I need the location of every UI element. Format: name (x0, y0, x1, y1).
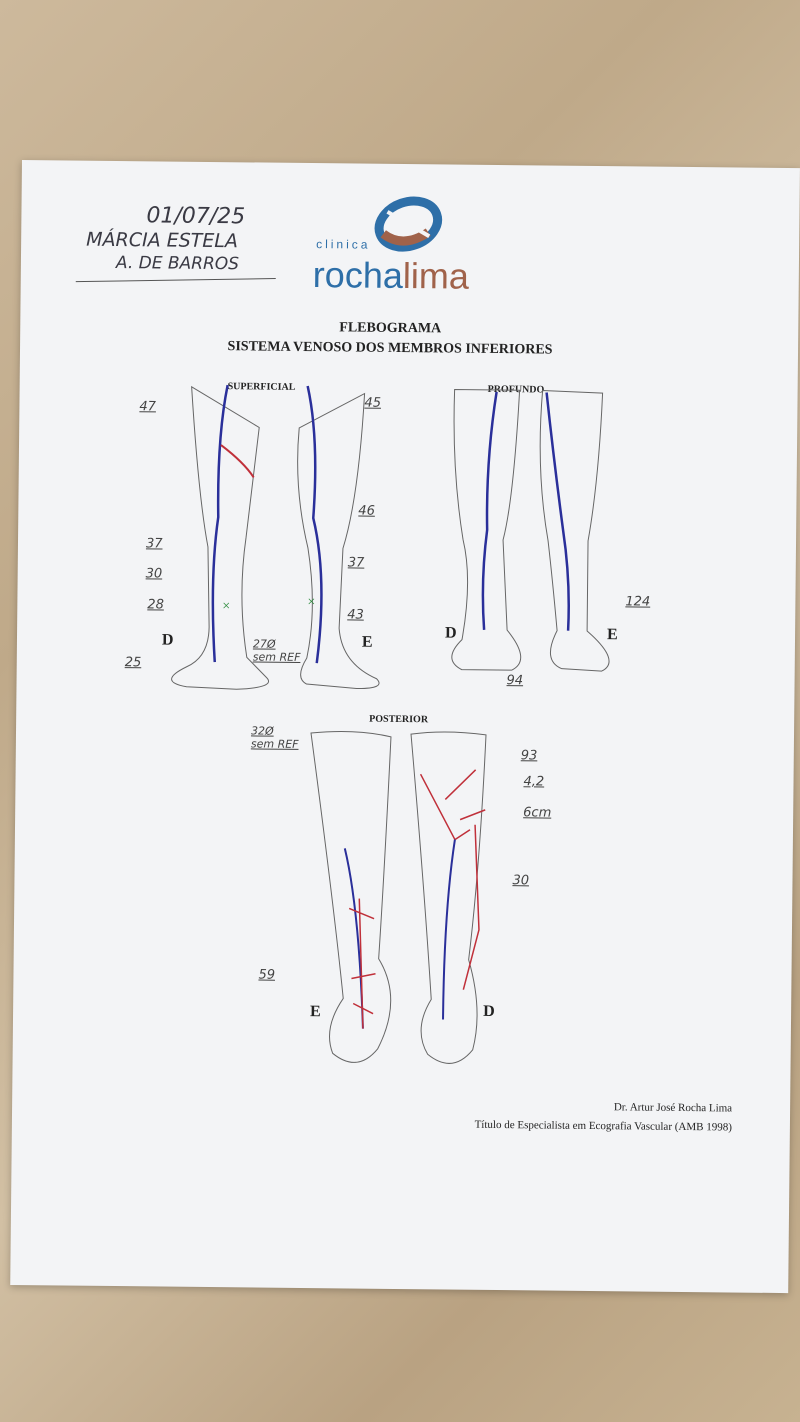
annotation: 25 (124, 655, 142, 671)
annotation: 47 (139, 399, 157, 415)
logo-mark-icon (374, 196, 443, 252)
posterior-right-side-label: D (483, 1002, 495, 1020)
annotation: 30 (512, 873, 530, 889)
doctor-name: Dr. Artur José Rocha Lima (613, 1101, 733, 1115)
logo-brand-part1: rocha (312, 254, 404, 296)
profundo-diagram (451, 389, 610, 672)
signature-line (75, 278, 276, 283)
annotation: 45 (364, 395, 382, 411)
logo-brand-part2: lima (402, 254, 470, 297)
document-page: 01/07/25 MÁRCIA ESTELA A. DE BARROS clin… (10, 160, 800, 1294)
handwritten-date: 01/07/25 (146, 203, 246, 230)
posterior-left-side-label: E (310, 1003, 321, 1021)
superficial-right-side-label: D (161, 631, 174, 649)
annotation: 37 (347, 555, 365, 571)
annotation: 32Ø sem REF (250, 724, 299, 751)
annotation: 37 (145, 536, 163, 552)
handwritten-patient-name: MÁRCIA ESTELA (86, 228, 239, 253)
profundo-left-side-label: E (606, 626, 618, 644)
superficial-diagram: × × (171, 384, 380, 690)
annotation: 43 (347, 607, 364, 623)
handwritten-patient-surname: A. DE BARROS (115, 252, 240, 275)
annotation: 4,2 (523, 774, 545, 790)
annotation: 28 (147, 597, 164, 613)
marker-x-icon: × (307, 595, 315, 610)
profundo-right-side-label: D (444, 624, 457, 642)
logo-prefix: clinica (316, 237, 371, 252)
document-subtitle: SISTEMA VENOSO DOS MEMBROS INFERIORES (227, 339, 553, 358)
annotation: 46 (358, 503, 375, 519)
document-title: FLEBOGRAMA (339, 320, 442, 337)
annotation: 93 (520, 748, 538, 764)
annotation: 124 (625, 594, 651, 610)
annotation: 6cm (523, 805, 552, 821)
annotation: 94 (506, 673, 524, 689)
doctor-credential: Título de Especialista em Ecografia Vasc… (474, 1118, 732, 1134)
marker-x-icon: × (222, 599, 230, 614)
logo-wordmark: rochalima (312, 254, 470, 297)
annotation: 30 (145, 566, 163, 582)
posterior-diagram (310, 730, 487, 1064)
annotation: 59 (258, 967, 276, 983)
superficial-left-side-label: E (361, 633, 373, 651)
posterior-label: POSTERIOR (369, 713, 429, 726)
annotation: 27Ø sem REF (252, 637, 301, 664)
